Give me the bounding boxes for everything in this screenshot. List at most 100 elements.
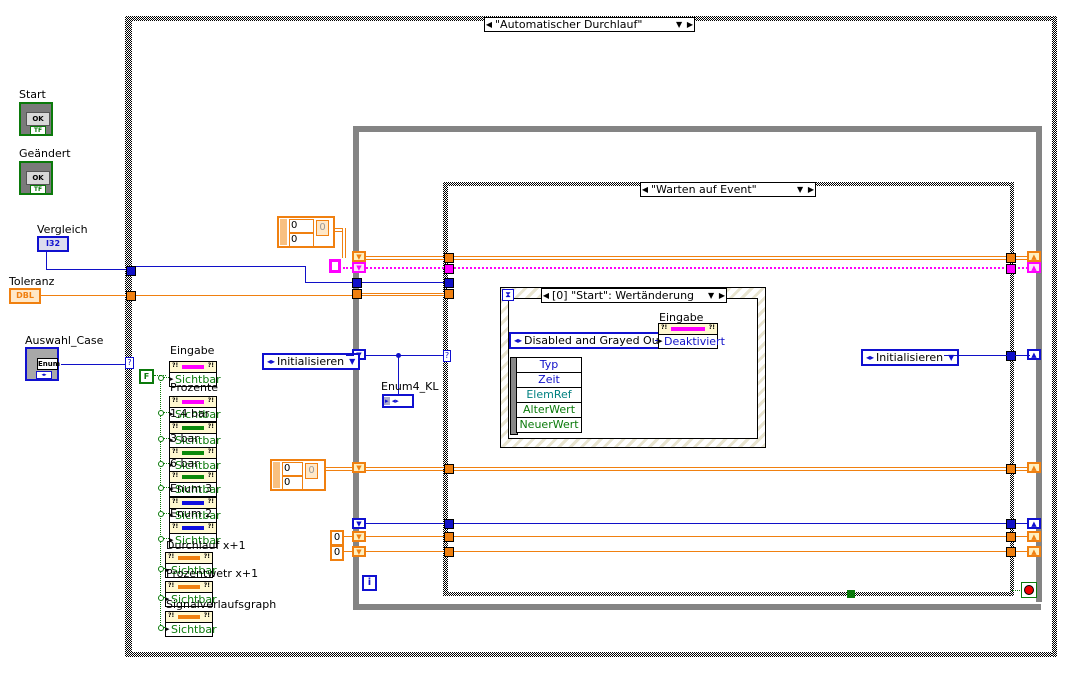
wire-junction <box>158 461 164 467</box>
decrement-arrow-icon[interactable]: ◀ <box>542 291 550 300</box>
chevron-down-icon[interactable]: ▼ <box>708 291 715 300</box>
property-node-label: Eingabe <box>659 311 704 324</box>
shift-register-left[interactable]: ▼ <box>352 531 366 542</box>
wire-orange-sr4 <box>344 551 1034 552</box>
while-loop-top <box>353 126 1041 132</box>
increment-arrow-icon[interactable]: ▶ <box>718 291 726 300</box>
visible-property-node[interactable]: ?!?!Sichtbar <box>169 447 221 473</box>
wire-boolean <box>163 412 169 413</box>
visible-property-node[interactable]: ?!?!Sichtbar <box>165 581 217 607</box>
shift-register-left[interactable]: ▼ <box>352 251 366 262</box>
pink-constant[interactable] <box>329 259 341 273</box>
visible-property-node[interactable]: ?!?!Sichtbar <box>165 552 217 578</box>
geaendert-boolean-terminal[interactable]: OK TF <box>19 161 53 195</box>
visible-property-node[interactable]: ?!?!Sichtbar <box>169 471 221 497</box>
disabled-state-enum-constant[interactable]: ◂▸ Disabled and Grayed Out ▼ <box>509 332 680 349</box>
visible-property-node[interactable]: ?!?!Sichtbar <box>169 522 221 548</box>
shift-register-right[interactable]: ▲ <box>1027 531 1041 542</box>
visible-property-node[interactable]: ?!?!Sichtbar <box>165 611 217 637</box>
enum4-kl-indicator[interactable]: ▸ ◂▸ <box>382 394 414 408</box>
ok-button-glyph: OK <box>26 171 50 185</box>
visible-property-node[interactable]: ?!?!Sichtbar <box>169 361 221 387</box>
shift-register-left[interactable]: ▼ <box>352 518 366 529</box>
chevron-down-icon[interactable]: ▼ <box>797 185 804 194</box>
wire-junction <box>158 485 164 491</box>
shift-register-left[interactable]: ▼ <box>352 546 366 557</box>
outer-case-selector[interactable]: ◀ "Automatischer Durchlauf" ▼ ▶ <box>484 17 695 32</box>
enum-arrows-icon: ▸ <box>384 397 390 405</box>
vergleich-i32-terminal[interactable]: I32 <box>37 236 69 252</box>
shift-register-left[interactable]: ▼ <box>352 262 366 273</box>
stop-condition-terminal[interactable] <box>1021 582 1037 598</box>
enum-constant-initialisieren-left[interactable]: ◂▸ Initialisieren ▼ <box>262 353 361 370</box>
enum-value: Initialisieren <box>277 355 345 368</box>
ok-button-glyph: OK <box>26 112 50 126</box>
toleranz-dbl-terminal[interactable]: DBL <box>9 288 41 304</box>
shift-register-right[interactable]: ▲ <box>1027 251 1041 262</box>
increment-arrow-icon[interactable]: ▶ <box>686 20 694 29</box>
shift-register-left[interactable]: ▼ <box>352 462 366 473</box>
inner-case-selector-label: "Warten auf Event" <box>651 183 757 196</box>
inner-case-frame-right <box>1010 182 1014 596</box>
numeric-constant-1[interactable]: 0 <box>330 545 344 561</box>
false-constant[interactable]: F <box>139 369 154 384</box>
wire-boolean <box>1012 590 1022 591</box>
wire-boolean <box>163 513 169 514</box>
decrement-arrow-icon[interactable]: ◀ <box>485 20 493 29</box>
decrement-arrow-icon[interactable]: ◀ <box>641 185 649 194</box>
outer-case-frame-bottom <box>125 652 1057 657</box>
shift-register-right[interactable]: ▲ <box>1027 462 1041 473</box>
chevron-down-icon[interactable]: ▼ <box>676 20 683 29</box>
enum-arrows-icon: ◂▸ <box>866 353 875 362</box>
property-sichtbar: Sichtbar <box>166 564 217 577</box>
property-node-label: Durchlauf x+1 <box>166 539 246 552</box>
wire-blue <box>655 340 659 341</box>
property-node-color-bar <box>178 556 200 560</box>
wire-junction <box>158 595 164 601</box>
disable-property-node[interactable]: ?!?! Deaktiviert <box>658 323 725 349</box>
visible-property-node[interactable]: ?!?!Sichtbar <box>169 497 221 523</box>
inner-case-frame-bottom <box>443 592 1014 596</box>
shift-register-right[interactable]: ▲ <box>1027 546 1041 557</box>
shift-register-right[interactable]: ▲ <box>1027 349 1041 360</box>
tunnel-orange <box>444 464 454 474</box>
property-sichtbar: Sichtbar <box>170 483 221 496</box>
wire-blue <box>398 355 399 395</box>
wire-vergleich <box>46 269 130 270</box>
wire-blue <box>366 355 444 356</box>
wire-blue <box>346 355 354 356</box>
enum4-kl-label: Enum4_KL <box>381 380 439 393</box>
tf-type-tag: TF <box>30 126 46 135</box>
property-node-label: Prozentwetr x+1 <box>166 567 259 580</box>
inner-case-selector[interactable]: ◀ "Warten auf Event" ▼ ▶ <box>640 182 816 197</box>
enum-type-tag: Enum <box>37 358 61 370</box>
array-element: 0 <box>305 463 318 479</box>
enum-arrows-icon: ◂▸ <box>514 336 523 345</box>
property-sichtbar: Sichtbar <box>170 459 221 472</box>
enum-constant-initialisieren-right[interactable]: ◂▸ Initialisieren ▼ <box>861 349 960 366</box>
shift-register-right[interactable]: ▲ <box>1027 518 1041 529</box>
array-constant-1[interactable]: 0 0 0 <box>277 216 335 248</box>
increment-arrow-icon[interactable]: ▶ <box>807 185 815 194</box>
wire-boolean <box>163 463 169 464</box>
property-node-header: ?!?! <box>166 582 212 593</box>
tunnel-pink <box>444 264 454 274</box>
wire-vergleich <box>46 252 47 269</box>
auswahl-case-label: Auswahl_Case <box>25 334 104 347</box>
array-constant-2[interactable]: 0 0 0 <box>270 459 326 491</box>
property-node-label: Enum 3 <box>170 482 213 495</box>
array-index-icon <box>280 219 287 245</box>
tunnel-blue <box>126 266 136 276</box>
numeric-constant-0[interactable]: 0 <box>330 530 344 546</box>
event-selector[interactable]: ◀ [0] "Start": Wertänderung ▼ ▶ <box>541 288 727 303</box>
wire-junction <box>158 511 164 517</box>
start-boolean-terminal[interactable]: OK TF <box>19 102 53 136</box>
auswahl-case-enum-terminal[interactable]: Enum ◂▸ <box>25 347 61 381</box>
event-data-neuerwert: NeuerWert <box>519 418 579 431</box>
tunnel-orange <box>444 547 454 557</box>
visible-property-node[interactable]: ?!?!Sichtbar <box>169 396 221 422</box>
tunnel-orange <box>1006 532 1016 542</box>
property-sichtbar: Sichtbar <box>170 408 221 421</box>
tunnel-blue <box>444 519 454 529</box>
shift-register-right[interactable]: ▲ <box>1027 262 1041 273</box>
